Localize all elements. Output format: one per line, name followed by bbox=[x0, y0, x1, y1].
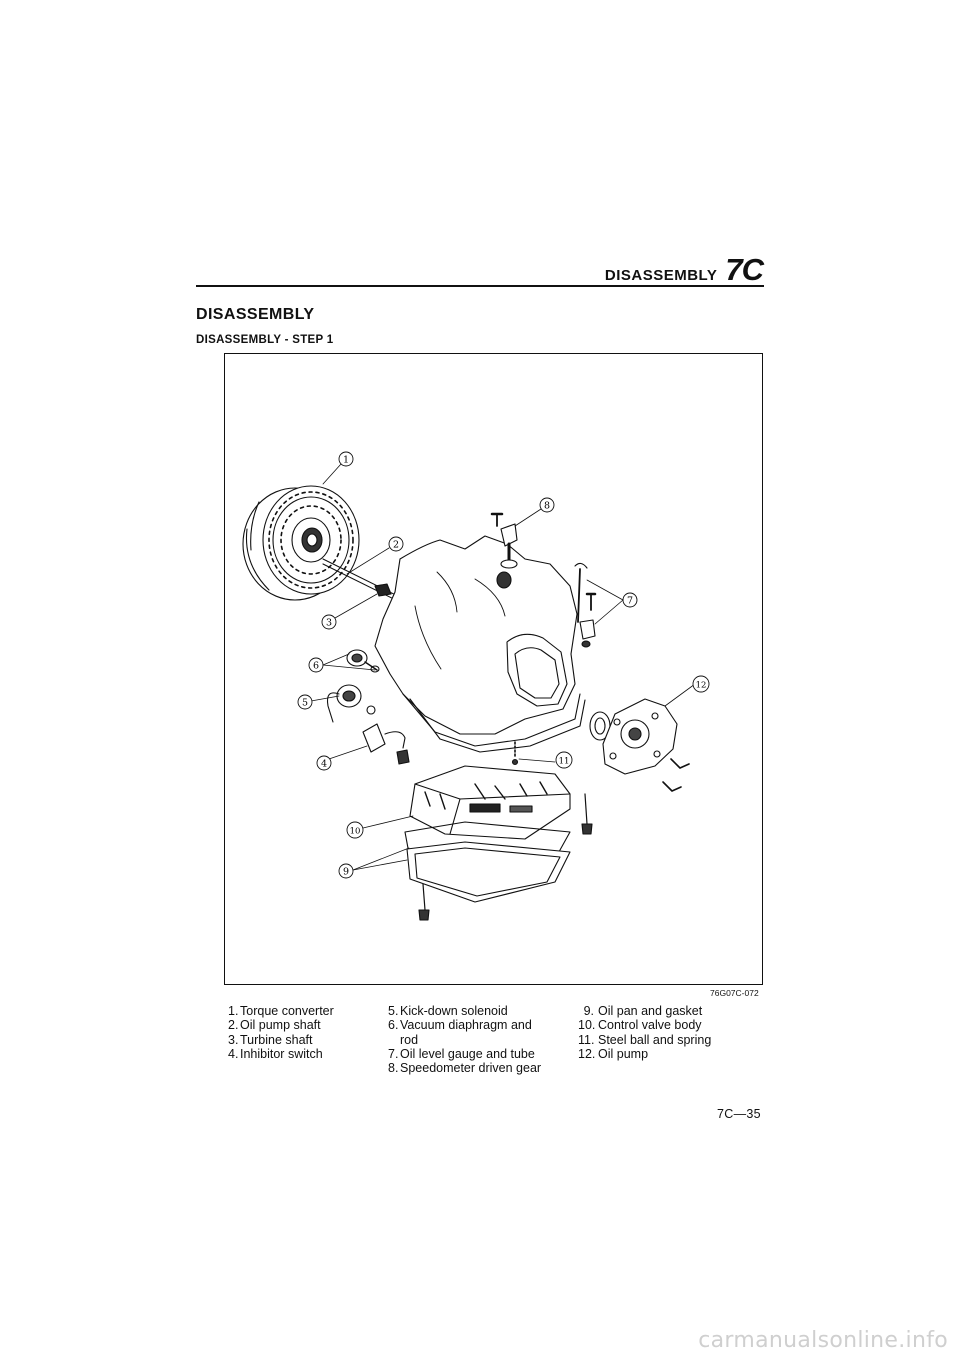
exploded-diagram-figure: 1 2 3 4 5 6 7 bbox=[224, 353, 763, 985]
callout-5: 5 bbox=[297, 694, 313, 710]
svg-text:6: 6 bbox=[313, 661, 319, 672]
svg-text:11: 11 bbox=[559, 757, 570, 767]
legend-item: 11.Steel ball and spring bbox=[578, 1032, 712, 1047]
control-valve-body-drawing bbox=[409, 765, 593, 840]
legend-item: rod bbox=[400, 1032, 419, 1047]
legend-item: 5.Kick-down solenoid bbox=[388, 1004, 508, 1018]
legend-item: 8.Speedometer driven gear bbox=[388, 1061, 542, 1076]
svg-text:9: 9 bbox=[343, 867, 349, 878]
legend-item: 4.Inhibitor switch bbox=[228, 1046, 323, 1061]
callout-1: 1 bbox=[338, 451, 354, 467]
svg-text:5: 5 bbox=[302, 698, 308, 709]
legend-item: 10.Control valve body bbox=[578, 1018, 702, 1033]
svg-text:1: 1 bbox=[343, 455, 349, 466]
header-divider bbox=[196, 285, 764, 287]
header-section-label: DISASSEMBLY bbox=[604, 267, 718, 284]
svg-text:7: 7 bbox=[627, 596, 633, 607]
watermark: carmanualsonline.info bbox=[698, 1328, 948, 1353]
legend-column-2: 5.Kick-down solenoid 6.Vacuum diaphragm … bbox=[388, 1004, 541, 1075]
svg-text:2: 2 bbox=[393, 540, 399, 551]
callout-3: 3 bbox=[321, 614, 337, 630]
oil-pump-drawing bbox=[589, 698, 690, 792]
transmission-case-drawing bbox=[374, 535, 586, 753]
legend-item: 6.Vacuum diaphragm and bbox=[388, 1018, 532, 1033]
callout-2: 2 bbox=[388, 536, 404, 552]
legend-item: 3.Turbine shaft bbox=[228, 1032, 313, 1047]
legend-column-1: 1.Torque converter 2.Oil pump shaft 3.Tu… bbox=[228, 1004, 334, 1061]
figure-code: 76G07C-072 bbox=[710, 988, 759, 998]
callout-6: 6 bbox=[308, 657, 324, 673]
torque-converter-drawing bbox=[242, 485, 360, 601]
speedometer-gear-drawing bbox=[490, 512, 518, 589]
svg-text:8: 8 bbox=[544, 501, 550, 512]
oil-pan-gasket-drawing bbox=[404, 821, 571, 921]
callout-numbers: 1 2 3 4 5 6 7 bbox=[297, 451, 710, 879]
svg-text:3: 3 bbox=[326, 618, 332, 629]
header-title: DISASSEMBLY 7C bbox=[604, 252, 764, 288]
callout-10: 10 bbox=[346, 821, 364, 839]
svg-text:4: 4 bbox=[321, 759, 327, 770]
callout-8: 8 bbox=[539, 497, 555, 513]
callout-12: 12 bbox=[692, 675, 710, 693]
svg-text:10: 10 bbox=[350, 827, 361, 837]
callout-7: 7 bbox=[622, 592, 638, 608]
callout-leaders bbox=[310, 463, 696, 871]
header-chapter-code: 7C bbox=[725, 252, 764, 287]
steel-ball-spring-drawing bbox=[511, 741, 519, 766]
legend-item: 1.Torque converter bbox=[228, 1004, 334, 1018]
inhibitor-switch-drawing bbox=[362, 723, 410, 765]
legend-item: 2.Oil pump shaft bbox=[228, 1018, 321, 1033]
solenoid-diaphragm-drawing bbox=[326, 649, 380, 723]
transmission-exploded-view: 1 2 3 4 5 6 7 bbox=[242, 451, 710, 921]
callout-11: 11 bbox=[555, 751, 573, 769]
step-subtitle: DISASSEMBLY - STEP 1 bbox=[196, 334, 334, 346]
callout-9: 9 bbox=[338, 863, 354, 879]
page-title: DISASSEMBLY bbox=[196, 306, 315, 323]
legend-column-3: 9.Oil pan and gasket 10.Control valve bo… bbox=[578, 1004, 711, 1061]
svg-text:12: 12 bbox=[696, 681, 707, 691]
oil-level-gauge-drawing bbox=[574, 562, 597, 648]
page-number: 7C—35 bbox=[717, 1107, 761, 1121]
legend-item: 9.Oil pan and gasket bbox=[583, 1004, 703, 1018]
callout-4: 4 bbox=[316, 755, 332, 771]
legend-item: 12.Oil pump bbox=[578, 1046, 649, 1061]
legend-item: 7.Oil level gauge and tube bbox=[388, 1046, 535, 1061]
